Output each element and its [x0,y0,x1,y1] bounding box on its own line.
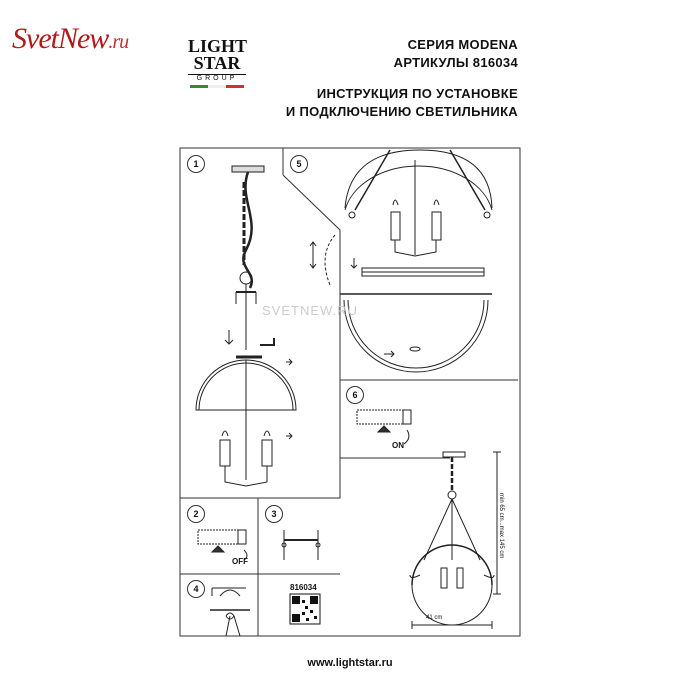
step5-drawing [309,149,493,373]
product-code: 816034 [290,583,317,592]
brand-logo: LIGHT STAR GROUP [188,36,248,88]
step-3-badge: 3 [265,505,283,523]
qr-code-icon [289,593,321,625]
footer-url[interactable]: www.lightstar.ru [307,657,393,669]
brand-line1: LIGHT [188,36,248,56]
height-dimension: min 65 cm...max 145 cm [498,493,504,559]
step-4-badge: 4 [187,580,205,598]
articles-title: АРТИКУЛЫ 816034 [393,55,518,70]
instruction-title-2: И ПОДКЛЮЧЕНИЮ СВЕТИЛЬНИКА [285,104,518,119]
step-6-badge: 6 [346,386,364,404]
watermark-overlay: SVETNEW.RU [262,303,358,318]
product-drawing [409,451,501,629]
step4-drawing [210,587,250,637]
instruction-title-1: ИНСТРУКЦИЯ ПО УСТАНОВКЕ [316,86,518,101]
step3-drawing [281,530,321,560]
switch-on-label: ON [392,441,404,450]
watermark-text: SvetNew [12,22,109,55]
italian-flag-icon [190,85,244,88]
brand-line3: GROUP [188,74,246,82]
step-1-badge: 1 [187,155,205,173]
series-title: СЕРИЯ MODENA [407,37,518,52]
outer-frame [179,147,521,637]
watermark-suffix: .ru [108,31,129,53]
switch-off-label: OFF [232,557,248,566]
step6-drawing [356,409,412,445]
step-5-badge: 5 [290,155,308,173]
width-dimension: 41 cm [426,615,443,621]
brand-line2: STAR [193,53,241,73]
step-2-badge: 2 [187,505,205,523]
step2-drawing [197,529,248,561]
watermark-logo: SvetNew.ru [12,22,129,56]
step1-drawing [195,165,297,487]
